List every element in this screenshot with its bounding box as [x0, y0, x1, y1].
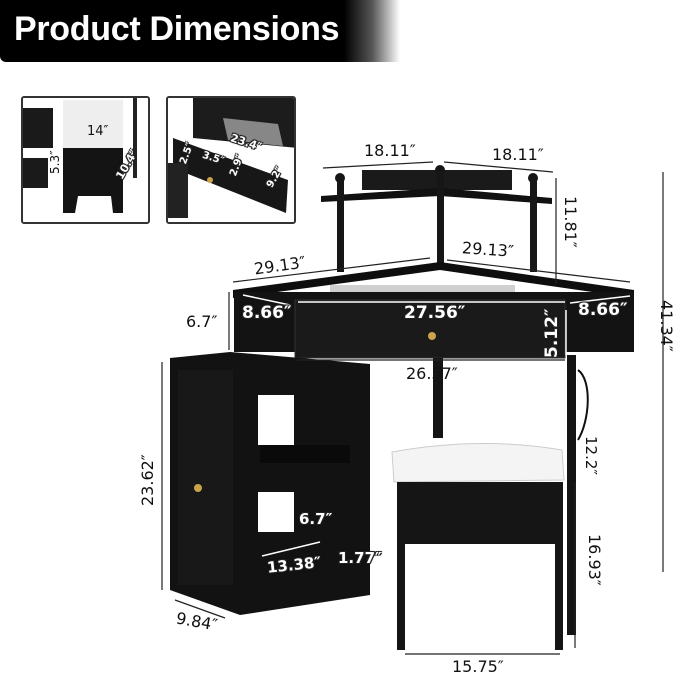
cabinet-depth-label: 9.84″: [174, 608, 219, 635]
header-banner: Product Dimensions: [0, 0, 400, 62]
desk-drawer-height-label: 5.12″: [542, 308, 562, 358]
cabinet-shelf-depth-label: 6.7″: [299, 510, 333, 528]
desk-left-width-label: 29.13″: [252, 252, 307, 279]
stool-height-label: 16.93″: [585, 534, 604, 586]
page-title: Product Dimensions: [14, 10, 340, 48]
shelf-left-width-label: 18.11″: [364, 141, 416, 160]
stool-seat-depth-label: 12.2″: [582, 436, 600, 476]
desk-left-side-label: 8.66″: [242, 303, 292, 323]
cabinet-height-label: 23.62″: [138, 454, 157, 506]
cabinet-shelf-width-label: 13.38″: [266, 553, 322, 577]
stool-width-label: 15.75″: [452, 657, 504, 676]
inset-stool-storage: 14″ 5.3″ 10.4″: [21, 96, 150, 224]
desk-total-height-label: 41.34″: [657, 300, 676, 352]
stool-storage-height-label: 5.3″: [48, 150, 62, 174]
desk-drawer-front-label: 27.56″: [404, 303, 466, 323]
desk-right-width-label: 29.13″: [461, 238, 515, 261]
desk-knee-width-label: 26.57″: [406, 364, 458, 383]
cabinet-shelf-lip-label: 1.77″: [338, 549, 382, 567]
inset-drawer: 2.5″ 23.4″ 3.5″ 2.9″ 9.2″: [166, 96, 296, 224]
desk-right-side-label: 8.66″: [578, 300, 628, 320]
shelf-height-label: 11.81″: [561, 196, 580, 248]
drawer-illustration: [168, 98, 294, 222]
desk-apron-height-label: 6.7″: [186, 312, 218, 331]
stool-storage-width-label: 14″: [87, 124, 109, 139]
shelf-right-width-label: 18.11″: [492, 145, 544, 164]
stool-storage-illustration: [23, 98, 148, 222]
